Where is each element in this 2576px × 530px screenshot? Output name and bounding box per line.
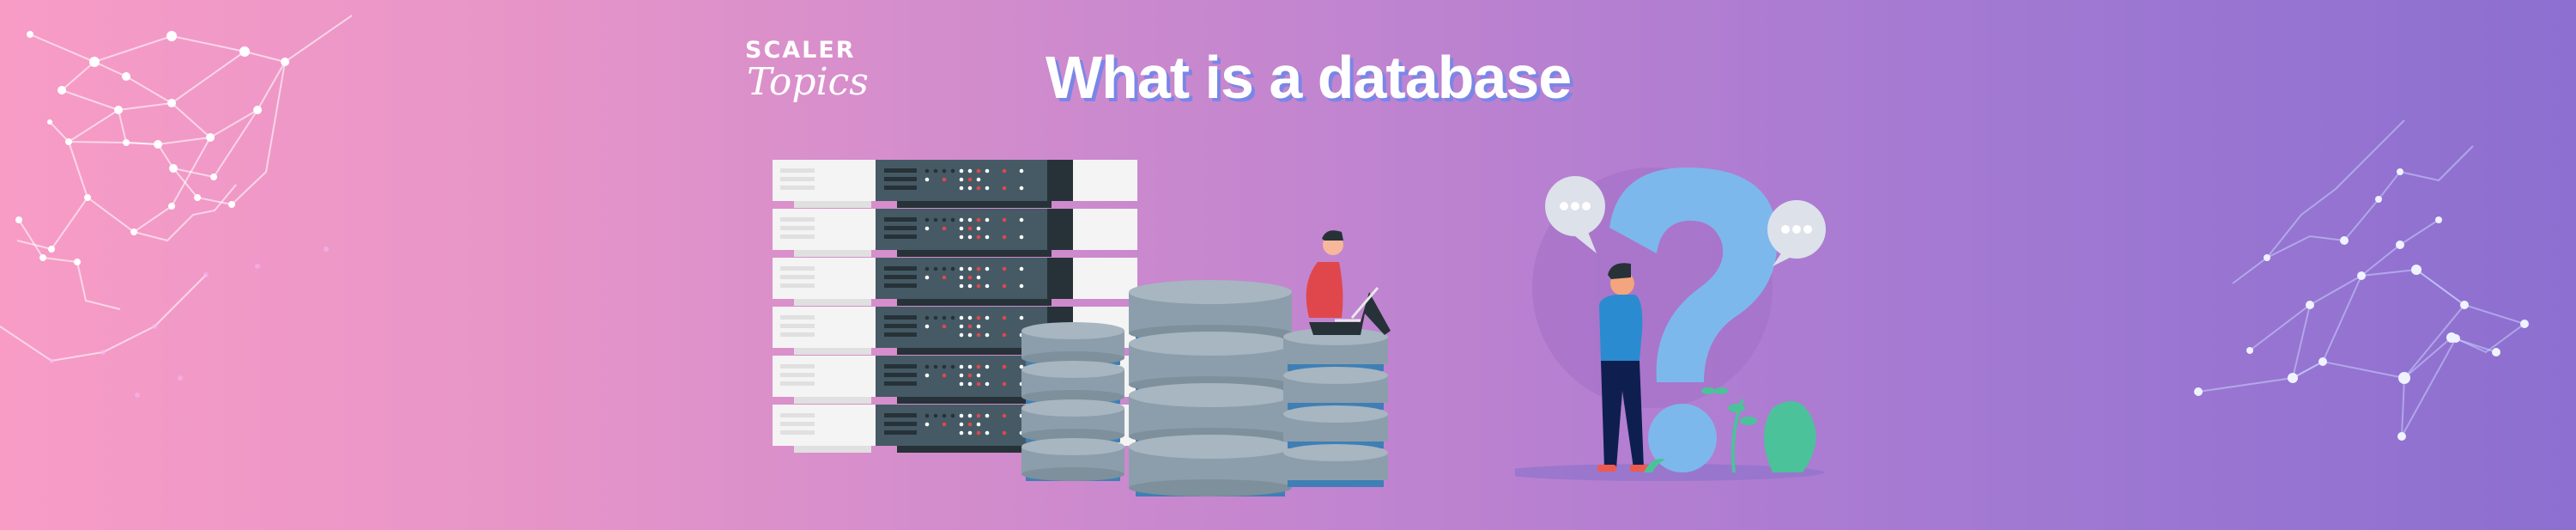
thinking-person-icon [1597, 263, 1649, 472]
logo-scaler-text: SCALER [745, 37, 856, 64]
speech-bubble-left-icon [1545, 176, 1605, 253]
database-stack-center-icon [1129, 280, 1292, 496]
database-stack-right-icon [1283, 328, 1388, 487]
page-title: What is a database [1046, 44, 1572, 111]
network-pattern-right [2194, 119, 2529, 441]
plant-icon [1644, 387, 1816, 473]
server-database-illustration [773, 160, 1391, 496]
database-stack-left-icon [1021, 322, 1124, 481]
network-pattern-left [0, 15, 353, 398]
scaler-topics-logo: SCALER Topics [745, 37, 869, 124]
question-mark-icon [1609, 168, 1778, 472]
question-illustration [1515, 168, 1826, 481]
server-rack-icon [773, 160, 1137, 453]
logo-topics-text: Topics [747, 60, 869, 104]
speech-bubble-right-icon [1767, 200, 1826, 266]
person-with-laptop-icon [1306, 230, 1391, 335]
